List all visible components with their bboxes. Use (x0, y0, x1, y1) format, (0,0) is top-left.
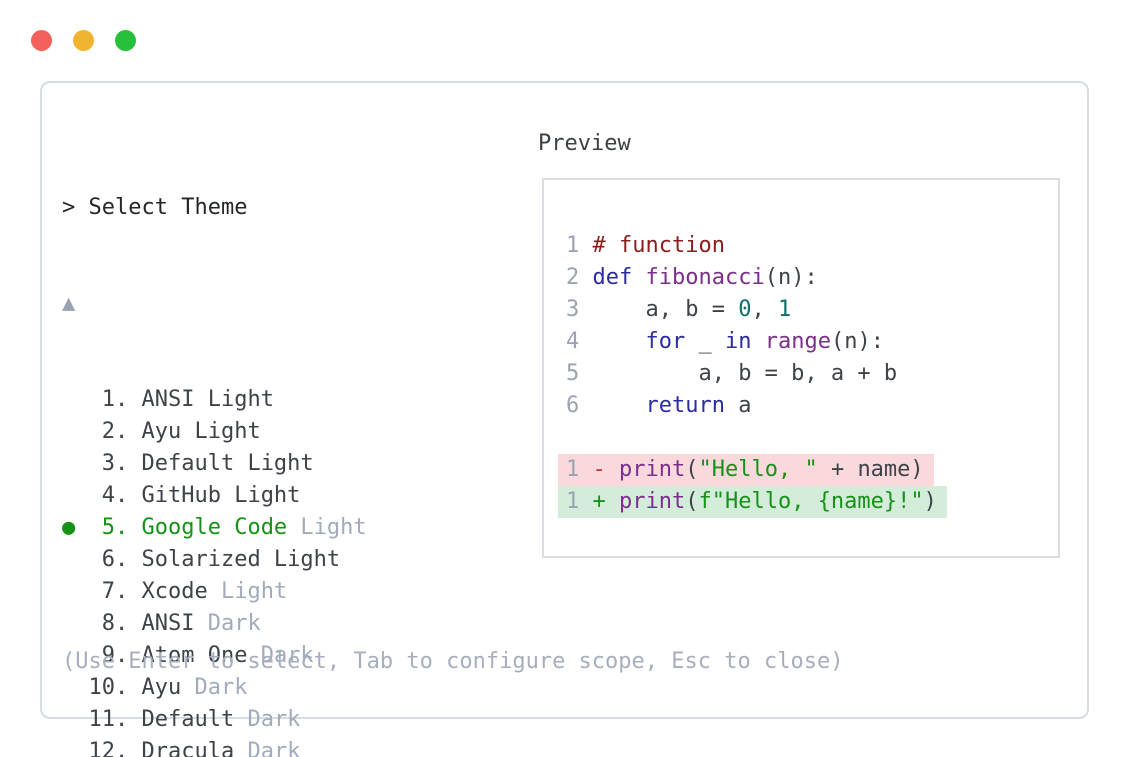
preview-label: Preview (538, 131, 631, 156)
theme-item-number: 7. (88, 579, 142, 604)
theme-item-7[interactable]: 7. Xcode Light (62, 576, 367, 608)
theme-item-6[interactable]: 6. Solarized Light (62, 544, 367, 576)
line-number: 6 (566, 393, 593, 418)
zoom-button[interactable] (115, 30, 136, 51)
scroll-up-icon[interactable]: ▲ (62, 291, 76, 316)
theme-item-number: 1. (88, 387, 142, 412)
keyboard-hint: (Use Enter to select, Tab to configure s… (62, 649, 844, 674)
window-controls (31, 30, 136, 51)
theme-item-variant: Dark (194, 611, 261, 636)
close-button[interactable] (31, 30, 52, 51)
theme-item-name: Default (141, 707, 235, 732)
line-number: 3 (566, 297, 593, 322)
line-number: 2 (566, 265, 593, 290)
theme-item-12[interactable]: 12. Dracula Dark (62, 736, 367, 757)
theme-item-number: 10. (88, 675, 142, 700)
theme-item-1[interactable]: 1. ANSI Light (62, 384, 367, 416)
theme-item-name: GitHub Light (141, 483, 301, 508)
blank-line (566, 422, 947, 454)
theme-item-variant: Light (207, 579, 288, 604)
code-line: 3 a, b = 0, 1 (566, 297, 792, 322)
line-number: 1 (566, 489, 593, 514)
theme-item-number: 9. (88, 643, 142, 668)
theme-item-number: 4. (88, 483, 142, 508)
diff-line: 1 + print(f"Hello, {name}!") (558, 486, 947, 518)
code-line: 2 def fibonacci(n): (566, 265, 818, 290)
select-theme-prompt: > Select Theme (62, 192, 367, 224)
theme-item-name: ANSI (141, 611, 195, 636)
theme-item-2[interactable]: 2. Ayu Light (62, 416, 367, 448)
theme-item-variant: Dark (247, 643, 314, 668)
line-number: 5 (566, 361, 593, 386)
theme-list: 1. ANSI Light 2. Ayu Light 3. Default Li… (62, 384, 367, 757)
theme-item-8[interactable]: 8. ANSI Dark (62, 608, 367, 640)
theme-item-number: 8. (88, 611, 142, 636)
theme-item-9[interactable]: 9. Atom One Dark (62, 640, 367, 672)
theme-item-number: 3. (88, 451, 142, 476)
theme-item-4[interactable]: 4. GitHub Light (62, 480, 367, 512)
theme-selector-dialog: > Select Theme ▲ 1. ANSI Light 2. Ayu Li… (40, 81, 1089, 757)
theme-item-name: Solarized Light (141, 547, 341, 572)
theme-item-number: 2. (88, 419, 142, 444)
theme-item-number: 12. (88, 739, 142, 757)
theme-item-name: ANSI Light (141, 387, 274, 412)
theme-item-3[interactable]: 3. Default Light (62, 448, 367, 480)
theme-list-column: > Select Theme ▲ 1. ANSI Light 2. Ayu Li… (62, 128, 367, 757)
theme-item-name: Xcode (141, 579, 208, 604)
dialog-title: Select Theme (88, 195, 248, 220)
line-number: 4 (566, 329, 593, 354)
selected-bullet-icon: ● (62, 515, 89, 540)
theme-item-name: Google Code (141, 515, 288, 540)
code-preview-pane: 1 # function 2 def fibonacci(n): 3 a, b = … (542, 178, 1060, 558)
theme-item-name: Ayu Light (141, 419, 261, 444)
line-number: 1 (566, 457, 593, 482)
code-line: 5 a, b = b, a + b (566, 361, 898, 386)
prompt-chevron-icon: > (62, 195, 76, 220)
theme-item-variant: Dark (181, 675, 248, 700)
code-line: 6 return a (566, 393, 752, 418)
theme-item-name: Default Light (141, 451, 314, 476)
theme-item-name: Dracula (141, 739, 235, 757)
diff-line: 1 - print("Hello, " + name) (558, 454, 947, 486)
theme-item-5[interactable]: ● 5. Google Code Light (62, 512, 367, 544)
code-block: 1 # function 2 def fibonacci(n): 3 a, b = … (558, 230, 947, 518)
theme-item-variant: Dark (234, 707, 301, 732)
theme-item-number: 11. (88, 707, 142, 732)
theme-item-name: Ayu (141, 675, 182, 700)
line-number: 1 (566, 233, 593, 258)
theme-item-10[interactable]: 10. Ayu Dark (62, 672, 367, 704)
code-line: 1 # function (566, 233, 725, 258)
theme-item-variant: Light (287, 515, 367, 540)
theme-item-number: 5. (88, 515, 142, 540)
theme-item-number: 6. (88, 547, 142, 572)
theme-item-11[interactable]: 11. Default Dark (62, 704, 367, 736)
theme-item-variant: Dark (234, 739, 301, 757)
code-line: 4 for _ in range(n): (566, 329, 884, 354)
minimize-button[interactable] (73, 30, 94, 51)
theme-item-name: Atom One (141, 643, 248, 668)
